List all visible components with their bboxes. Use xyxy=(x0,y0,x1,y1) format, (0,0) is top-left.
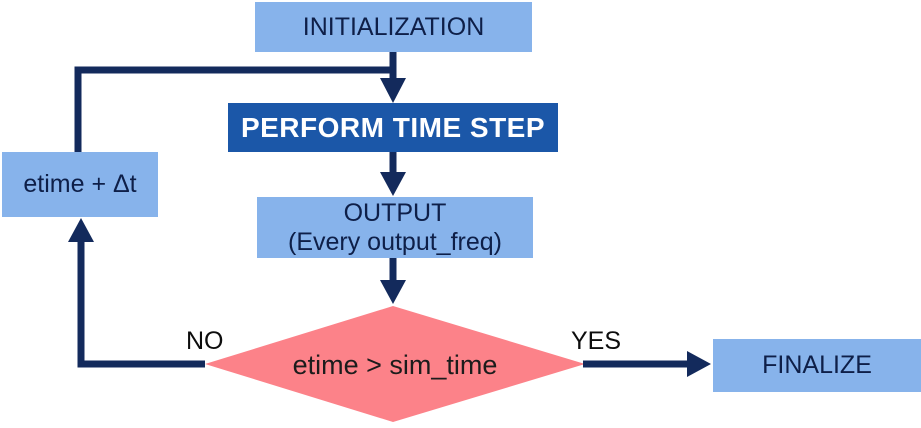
arrowhead-up-to-increment-icon xyxy=(68,218,94,242)
node-output: OUTPUT (Every output_freq) xyxy=(257,197,533,258)
node-initialization: INITIALIZATION xyxy=(255,2,532,52)
node-increment-etime: etime + Δt xyxy=(2,152,158,217)
edge-increment-to-mainline xyxy=(74,66,396,152)
node-output-line1: OUTPUT xyxy=(343,198,447,227)
node-finalize: FINALIZE xyxy=(713,339,921,392)
node-perform-time-step: PERFORM TIME STEP xyxy=(228,103,558,152)
node-output-line2: (Every output_freq) xyxy=(288,227,502,256)
edge-label-yes: YES xyxy=(571,327,622,355)
arrowhead-right-to-finalize-icon xyxy=(687,351,711,377)
edge-decision-no-line xyxy=(77,242,205,368)
arrowhead-down-to-output-icon xyxy=(380,172,406,196)
decision-diamond xyxy=(205,306,585,422)
edge-label-no: NO xyxy=(186,327,224,355)
arrowhead-down-to-perform-icon xyxy=(380,78,406,103)
arrowhead-down-to-decision-icon xyxy=(380,280,406,304)
decision-condition-label: etime > sim_time xyxy=(292,350,498,380)
